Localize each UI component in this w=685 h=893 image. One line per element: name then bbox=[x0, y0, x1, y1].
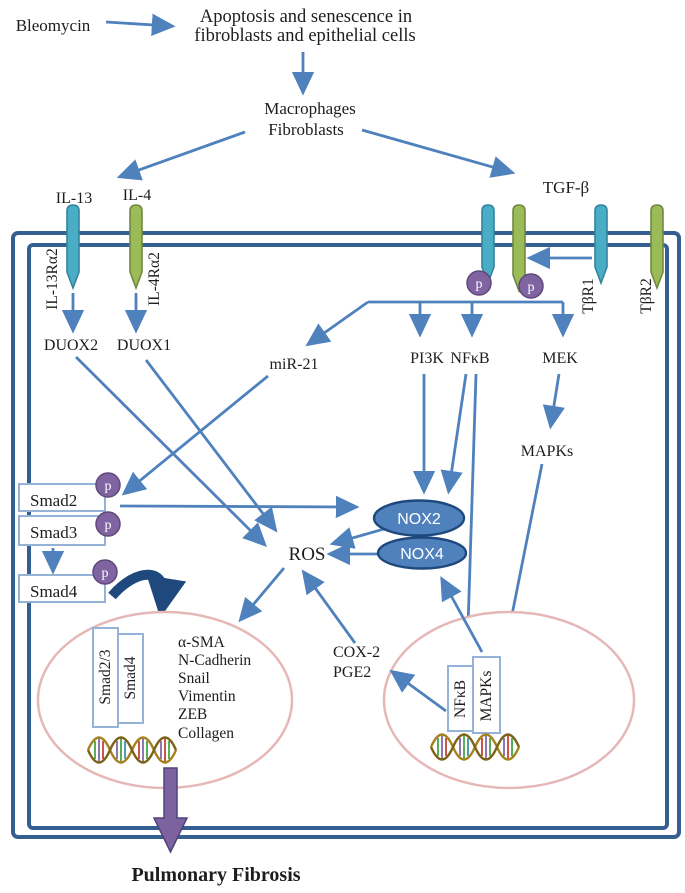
nucleus-right bbox=[382, 610, 636, 790]
arrow-duox2-ros bbox=[75, 356, 267, 547]
arrow-macrophages-tgfb bbox=[361, 128, 516, 178]
phospho-p-receptor-1: p bbox=[476, 277, 483, 292]
phospho-badge-receptor-2 bbox=[518, 273, 544, 299]
nox2-label: NOX2 bbox=[397, 511, 441, 528]
cox2-label: COX-2 bbox=[333, 644, 380, 661]
nox4-node bbox=[376, 536, 468, 570]
il13ra2-label: IL-13Rα2 bbox=[44, 248, 61, 310]
apoptosis-label-line2: fibroblasts and epithelial cells bbox=[194, 26, 415, 46]
arrow-mir21-smad2 bbox=[121, 374, 269, 496]
phospho-p-smad2: p bbox=[105, 479, 112, 494]
arrow-ros-nucleus-genes bbox=[238, 567, 286, 623]
pi3k-label: PI3K bbox=[410, 350, 444, 367]
phospho-badge-smad3 bbox=[95, 511, 121, 537]
il13-label: IL-13 bbox=[56, 190, 92, 207]
smad2-box bbox=[18, 483, 106, 512]
il4-label: IL-4 bbox=[123, 187, 151, 204]
nfkb-nuclear-label: NFκB bbox=[452, 680, 469, 718]
gene-zeb: ZEB bbox=[178, 706, 207, 723]
mapks-nuclear-box bbox=[472, 656, 501, 734]
pge2-label: PGE2 bbox=[333, 664, 371, 681]
pulmonary-fibrosis-label: Pulmonary Fibrosis bbox=[131, 864, 300, 886]
arrow-nfkb-nox2 bbox=[440, 373, 468, 495]
tgfb-receptor-green-phospho bbox=[512, 204, 526, 294]
mir21-label: miR-21 bbox=[270, 356, 319, 373]
arrow-mek-mapks bbox=[542, 373, 565, 430]
tbr2-receptor bbox=[650, 204, 664, 291]
il13ra2-receptor bbox=[66, 204, 80, 291]
gene-ncadherin: N-Cadherin bbox=[178, 652, 251, 669]
tbr1-label: TβR1 bbox=[580, 278, 597, 313]
nfkb-label: NFκB bbox=[450, 350, 489, 367]
arrow-bleomycin-apoptosis bbox=[105, 13, 176, 37]
tgfb-receptor-teal-phospho bbox=[481, 204, 495, 286]
fibroblasts-label: Fibroblasts bbox=[268, 120, 344, 139]
tgfb-label: TGF-β bbox=[543, 178, 589, 197]
il4ra2-receptor bbox=[129, 204, 143, 291]
arrow-to-mir21 bbox=[305, 300, 369, 347]
phospho-p-receptor-2: p bbox=[528, 280, 535, 295]
apoptosis-label-line1: Apoptosis and senescence in bbox=[200, 7, 412, 27]
mapks-label: MAPKs bbox=[521, 443, 573, 460]
smad4-nuclear-box bbox=[117, 633, 144, 724]
macrophages-label: Macrophages bbox=[264, 99, 356, 118]
arrow-nox2-ros bbox=[329, 527, 385, 549]
phospho-badge-receptor-1 bbox=[466, 270, 492, 296]
smad4-nuclear-label: Smad4 bbox=[122, 656, 139, 699]
duox1-label: DUOX1 bbox=[117, 337, 171, 354]
fibrosis-output-arrow bbox=[152, 767, 189, 854]
gene-vimentin: Vimentin bbox=[178, 688, 236, 705]
nox2-node bbox=[372, 499, 466, 537]
arrow-cox2-ros bbox=[301, 569, 357, 644]
arrow-duox1-ros bbox=[144, 359, 278, 533]
smad4-box bbox=[18, 574, 106, 603]
nox4-label: NOX4 bbox=[400, 546, 444, 563]
mek-label: MEK bbox=[542, 350, 578, 367]
ros-label: ROS bbox=[289, 544, 326, 565]
gene-asma: α-SMA bbox=[178, 634, 226, 651]
gene-snail: Snail bbox=[178, 670, 210, 687]
phospho-p-smad3: p bbox=[105, 518, 112, 533]
phospho-p-smad4: p bbox=[102, 566, 109, 581]
arrow-nucleus-cox2 bbox=[389, 669, 447, 713]
smad4-label: Smad4 bbox=[30, 582, 78, 601]
tbr1-receptor bbox=[594, 204, 608, 286]
mapks-nuclear-label: MAPKs bbox=[478, 671, 495, 722]
arrow-nucleus-nox4 bbox=[440, 576, 484, 653]
smad23-nuclear-label: Smad2/3 bbox=[97, 649, 114, 704]
phospho-badge-smad4 bbox=[92, 559, 118, 585]
smad2-label: Smad2 bbox=[30, 491, 77, 510]
arrow-macrophages-interleukins bbox=[116, 130, 246, 181]
tbr2-label: TβR2 bbox=[638, 278, 655, 313]
nfkb-nuclear-box bbox=[447, 665, 474, 732]
cell-membrane-outer bbox=[11, 231, 681, 839]
arrow-smad-nox2 bbox=[119, 495, 360, 519]
duox2-label: DUOX2 bbox=[44, 337, 98, 354]
smad3-box bbox=[18, 515, 106, 546]
phospho-badge-smad2 bbox=[95, 472, 121, 498]
arrow-nfkb-nucleus bbox=[456, 373, 479, 665]
smad-translocation-arrow bbox=[108, 569, 187, 618]
gene-collagen: Collagen bbox=[178, 725, 234, 742]
bleomycin-label: Bleomycin bbox=[16, 16, 91, 35]
smad3-label: Smad3 bbox=[30, 523, 77, 542]
il4ra2-label: IL-4Rα2 bbox=[146, 252, 163, 306]
